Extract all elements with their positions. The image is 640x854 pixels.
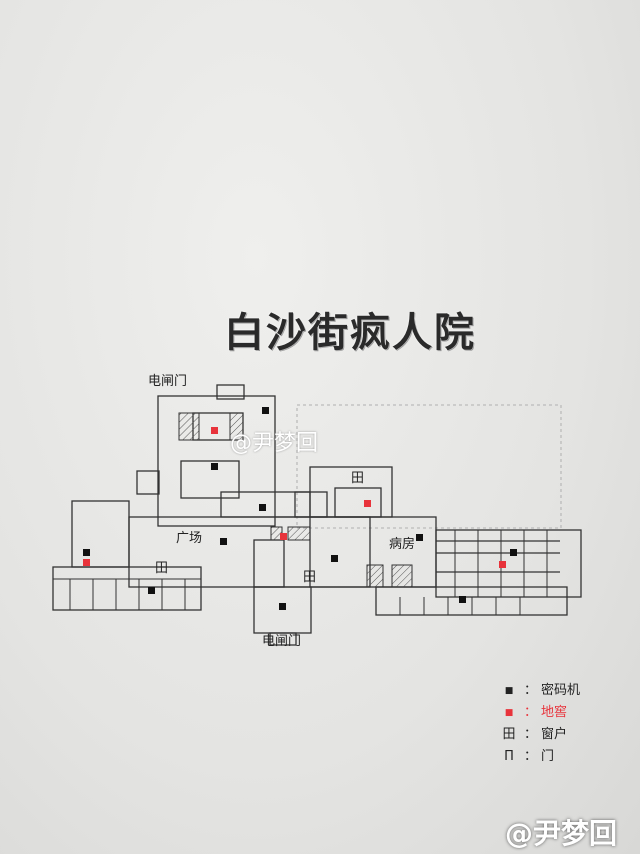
legend-label: 窗户 [541,727,568,742]
cipher-machine-icon [211,463,218,470]
legend-item-door: Π ： 门 [498,746,580,768]
dashed-outline [296,404,562,529]
cipher-machine-icon [416,534,423,541]
window-icon: 田 [303,570,316,585]
hatched-area [366,564,384,588]
cipher-machine-icon [83,549,90,556]
plaza-label: 广场 [176,531,203,546]
cellar-icon [211,427,218,434]
cipher-machine-icon [262,407,269,414]
top-small-room [216,384,245,400]
cipher-machine-icon [510,549,517,556]
gate-bottom-label: 电闸门 [262,634,302,649]
map-legend: ■ ： 密码机 ■ ： 地窖 田 ： 窗户 Π ： 门 [498,680,580,768]
cellar-icon [364,500,371,507]
gate-top-label: 电闸门 [148,374,188,389]
hatched-area [391,564,413,588]
map-title: 白沙街疯人院 [224,310,476,356]
cellar-icon: ■ [504,708,514,718]
cellar-icon [499,561,506,568]
cipher-machine-icon [279,603,286,610]
legend-label: 密码机 [541,683,581,698]
cipher-machine-icon [459,596,466,603]
door-icon: Π [504,749,514,764]
hatched-area [229,412,244,441]
watermark-bottom: @尹梦回 [505,817,618,850]
legend-label: 地窖 [541,705,568,720]
legend-label: 门 [541,749,555,764]
ward-label: 病房 [389,537,416,552]
cellar-icon [83,559,90,566]
left-wing [71,500,130,568]
right-block [435,529,582,598]
bottom-left-strip [52,566,202,611]
cellar-icon [280,533,287,540]
cipher-machine-icon: ■ [504,686,514,696]
cipher-machine-icon [259,504,266,511]
hatched-area [178,412,200,441]
cipher-machine-icon [331,555,338,562]
legend-item-window: 田 ： 窗户 [498,724,580,746]
watermark-center: @尹梦回 [230,431,319,456]
legend-item-cipher: ■ ： 密码机 [498,680,580,702]
window-icon: 田 [155,561,168,576]
cipher-machine-icon [148,587,155,594]
hatched-area [287,526,311,541]
cipher-machine-icon [220,538,227,545]
window-icon: 田 [502,727,516,742]
window-icon: 田 [351,471,364,486]
legend-item-cellar: ■ ： 地窖 [498,702,580,724]
